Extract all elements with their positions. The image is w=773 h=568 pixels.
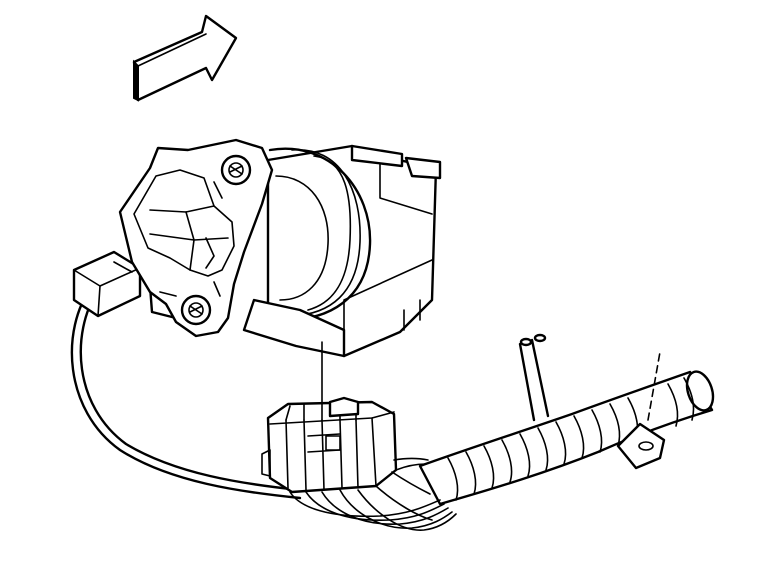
direction-arrow-icon [132,14,238,102]
pigtail-connector [72,250,159,318]
wiring-harness [418,370,715,506]
connector-wires [289,457,457,531]
wire-branch [518,333,550,422]
electrical-connector [261,396,398,494]
pigtail-cable [70,284,302,500]
ground-eyelet [616,351,666,470]
mounting-flange [118,138,274,338]
